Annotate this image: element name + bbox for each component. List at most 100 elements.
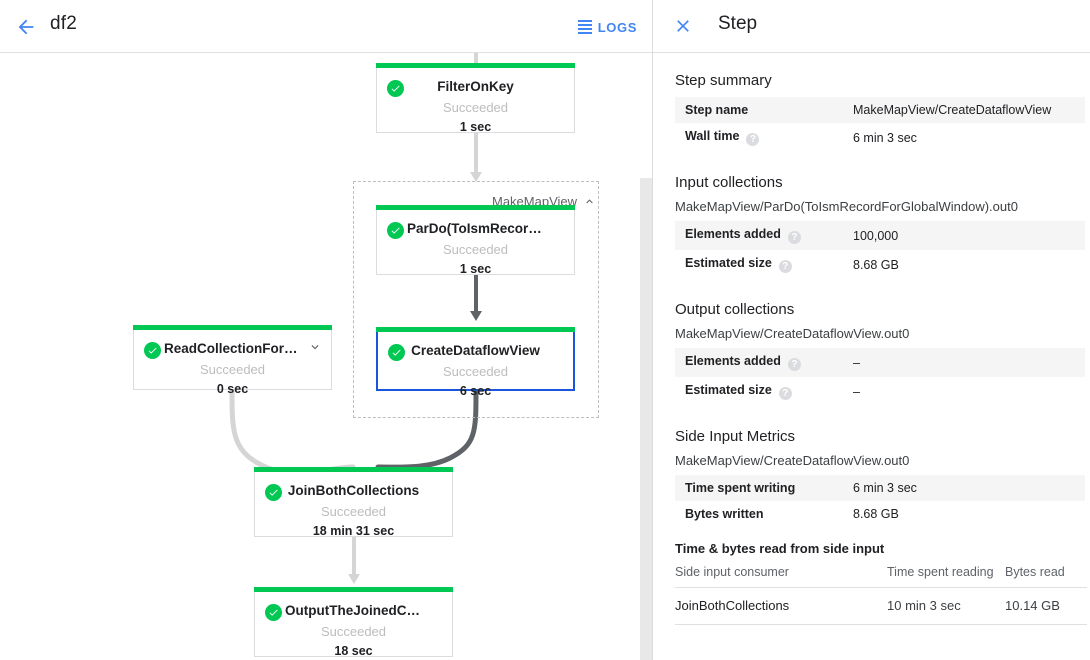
node-status: Succeeded xyxy=(320,624,387,639)
graph-node-read-collection-for-join[interactable]: ReadCollectionForJoin Succeeded 0 sec xyxy=(133,325,332,396)
node-status: Succeeded xyxy=(442,364,509,379)
table-row: Elements added? – xyxy=(675,348,1085,377)
table-row: Elements added? 100,000 xyxy=(675,221,1085,250)
row-value: 100,000 xyxy=(853,228,899,243)
close-icon[interactable] xyxy=(670,13,696,39)
row-key: Elements added? xyxy=(675,348,843,377)
column-header-time: Time spent reading xyxy=(887,559,1005,588)
table-row: Bytes written 8.68 GB xyxy=(675,501,1085,527)
graph-node-pardo-toismrecord[interactable]: ParDo(ToIsmRecordFor… Succeeded 1 sec xyxy=(376,205,575,276)
input-collection-name: MakeMapView/ParDo(ToIsmRecordForGlobalWi… xyxy=(675,199,1018,214)
node-status-bar xyxy=(376,205,575,210)
row-key: Estimated size? xyxy=(675,377,843,406)
logs-button[interactable]: LOGS xyxy=(577,14,637,40)
section-heading-step-summary: Step summary xyxy=(675,72,772,89)
chevron-down-icon[interactable] xyxy=(308,340,322,354)
section-heading-time-bytes-read: Time & bytes read from side input xyxy=(675,541,885,556)
row-value: – xyxy=(853,384,860,399)
logs-button-label: LOGS xyxy=(597,19,637,35)
row-value: 6 min 3 sec xyxy=(853,481,917,495)
cell-bytes: 10.14 GB xyxy=(1005,587,1087,625)
section-heading-side-input-metrics: Side Input Metrics xyxy=(675,428,796,445)
status-success-icon xyxy=(388,344,405,361)
status-success-icon xyxy=(265,484,282,501)
step-panel-title: Step xyxy=(718,13,758,34)
row-key: Bytes written xyxy=(685,507,764,521)
graph-node-output-the-joined-collection[interactable]: OutputTheJoinedCollec… Succeeded 18 sec xyxy=(254,587,453,658)
help-icon[interactable]: ? xyxy=(778,260,792,273)
step-panel-header: Step xyxy=(653,0,1090,53)
job-graph-panel: df2 LOGS xyxy=(0,0,652,660)
row-key: Step name xyxy=(685,103,749,117)
side-input-metrics-table: Time spent writing 6 min 3 sec Bytes wri… xyxy=(675,475,1085,527)
table-row: Estimated size? – xyxy=(675,377,1085,406)
row-key: Elements added? xyxy=(675,221,843,250)
table-row: JoinBothCollections 10 min 3 sec 10.14 G… xyxy=(675,587,1087,625)
row-key: Estimated size? xyxy=(675,250,843,279)
status-success-icon xyxy=(265,604,282,621)
node-duration: 1 sec xyxy=(459,262,492,276)
composite-transform-container[interactable] xyxy=(353,181,599,418)
row-value: 8.68 GB xyxy=(853,257,899,272)
status-success-icon xyxy=(387,222,404,239)
node-duration: 18 sec xyxy=(334,644,373,658)
node-duration: 6 sec xyxy=(459,384,492,398)
logs-icon xyxy=(577,20,592,34)
cell-consumer: JoinBothCollections xyxy=(675,587,887,625)
output-collections-table: Elements added? – Estimated size? – xyxy=(675,348,1085,406)
job-toolbar: df2 LOGS xyxy=(0,0,652,53)
node-duration: 1 sec xyxy=(459,120,492,134)
table-row: Step name MakeMapView/CreateDataflowView xyxy=(675,97,1085,123)
status-success-icon xyxy=(144,342,161,359)
table-header-row: Side input consumer Time spent reading B… xyxy=(675,559,1087,588)
help-icon[interactable]: ? xyxy=(787,358,801,371)
node-status-bar xyxy=(133,325,332,330)
section-heading-output-collections: Output collections xyxy=(675,301,795,318)
row-value: – xyxy=(853,355,860,370)
job-name: df2 xyxy=(50,13,78,34)
back-arrow-icon[interactable] xyxy=(10,11,42,43)
node-title: FilterOnKey xyxy=(437,79,514,94)
row-value: MakeMapView/CreateDataflowView xyxy=(853,103,1052,117)
row-key: Wall time? xyxy=(675,123,843,152)
side-input-consumers-table: Side input consumer Time spent reading B… xyxy=(675,559,1087,625)
node-title: ReadCollectionForJoin xyxy=(164,341,312,356)
node-status-bar xyxy=(254,587,453,592)
table-row: Wall time? 6 min 3 sec xyxy=(675,123,1085,152)
help-icon[interactable]: ? xyxy=(787,231,801,244)
node-title: JoinBothCollections xyxy=(287,483,420,498)
node-title: ParDo(ToIsmRecordFor… xyxy=(407,221,572,236)
graph-node-create-dataflow-view[interactable]: CreateDataflowView Succeeded 6 sec xyxy=(376,327,575,398)
output-collection-name: MakeMapView/CreateDataflowView.out0 xyxy=(675,326,910,341)
node-status: Succeeded xyxy=(442,100,509,115)
column-header-consumer: Side input consumer xyxy=(675,559,887,588)
graph-node-filter-on-key[interactable]: FilterOnKey Succeeded 1 sec xyxy=(376,63,575,134)
table-row: Estimated size? 8.68 GB xyxy=(675,250,1085,279)
table-row: Time spent writing 6 min 3 sec xyxy=(675,475,1085,501)
step-panel-body: Step summary Step name MakeMapView/Creat… xyxy=(653,54,1090,660)
section-heading-input-collections: Input collections xyxy=(675,174,783,191)
row-value: 8.68 GB xyxy=(853,507,899,521)
graph-vertical-scrollbar[interactable] xyxy=(640,178,652,660)
node-status: Succeeded xyxy=(442,242,509,257)
column-header-bytes: Bytes read xyxy=(1005,559,1087,588)
node-status-bar xyxy=(254,467,453,472)
help-icon[interactable]: ? xyxy=(746,133,760,146)
node-duration: 18 min 31 sec xyxy=(312,524,395,538)
node-status-bar xyxy=(376,63,575,68)
node-title: OutputTheJoinedCollec… xyxy=(285,603,451,618)
row-value: 6 min 3 sec xyxy=(853,130,917,145)
side-input-collection-name: MakeMapView/CreateDataflowView.out0 xyxy=(675,453,910,468)
cell-time: 10 min 3 sec xyxy=(887,587,1005,625)
input-collections-table: Elements added? 100,000 Estimated size? … xyxy=(675,221,1085,279)
status-success-icon xyxy=(387,80,404,97)
pipeline-graph-canvas[interactable]: MakeMapView FilterOnKey Succeeded 1 sec xyxy=(0,53,652,660)
node-title: CreateDataflowView xyxy=(411,343,540,358)
node-status: Succeeded xyxy=(199,362,266,377)
chevron-up-icon[interactable] xyxy=(583,195,596,208)
step-details-panel: Step Step summary Step name MakeMapView/… xyxy=(653,0,1090,660)
node-status-bar xyxy=(376,327,575,332)
graph-node-join-both-collections[interactable]: JoinBothCollections Succeeded 18 min 31 … xyxy=(254,467,453,538)
help-icon[interactable]: ? xyxy=(778,387,792,400)
